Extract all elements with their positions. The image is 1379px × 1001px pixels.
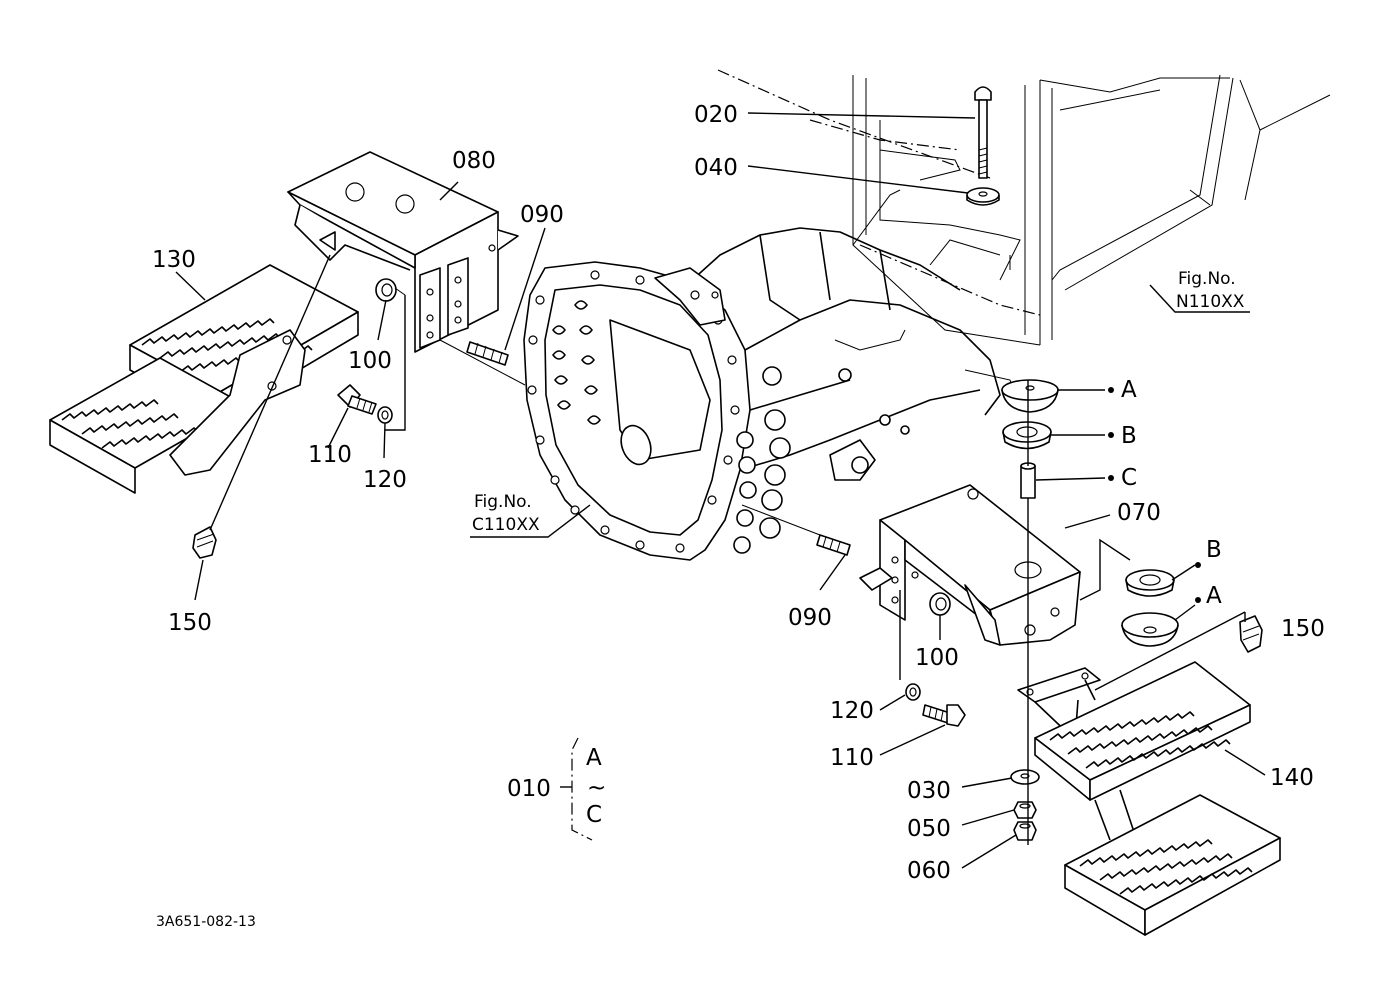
kit-range-tilde: ~ xyxy=(587,775,606,801)
callout-sub-b-low: B xyxy=(1206,537,1222,563)
callout-110-left: 110 xyxy=(308,442,352,468)
drawing-code: 3A651-082-13 xyxy=(156,914,256,930)
kit-range-from: A xyxy=(586,745,602,771)
left-hardware xyxy=(192,278,509,559)
callout-100-left: 100 xyxy=(348,348,392,374)
callout-sub-c: C xyxy=(1121,465,1137,491)
callout-030: 030 xyxy=(907,778,951,804)
left-step xyxy=(49,264,359,494)
kit-range-to: C xyxy=(586,802,602,828)
cab-frame xyxy=(717,69,1331,346)
callout-120-right: 120 xyxy=(830,698,874,724)
callout-120-left: 120 xyxy=(363,467,407,493)
right-hardware xyxy=(816,86,1263,841)
callout-080: 080 xyxy=(452,148,496,174)
callout-sub-a-top: A xyxy=(1121,377,1137,403)
callout-040: 040 xyxy=(694,155,738,181)
callout-sub-a-low: A xyxy=(1206,583,1222,609)
callout-130: 130 xyxy=(152,247,196,273)
callout-090-left: 090 xyxy=(520,202,564,228)
callout-sub-b-top: B xyxy=(1121,423,1137,449)
callout-070: 070 xyxy=(1117,500,1161,526)
fig-ref-transmission-prefix: Fig.No. xyxy=(474,492,532,512)
callout-110-right: 110 xyxy=(830,745,874,771)
fig-ref-cab-prefix: Fig.No. xyxy=(1178,269,1236,289)
callout-100-right: 100 xyxy=(915,645,959,671)
callout-010: 010 xyxy=(507,776,551,802)
fig-ref-cab-number: N110XX xyxy=(1176,292,1245,312)
callout-090-right: 090 xyxy=(788,605,832,631)
callout-150-left: 150 xyxy=(168,610,212,636)
callout-140: 140 xyxy=(1270,765,1314,791)
transmission-housing xyxy=(523,227,1016,561)
leader-lines xyxy=(175,112,1266,869)
callout-050: 050 xyxy=(907,816,951,842)
fig-ref-transmission-number: C110XX xyxy=(472,515,540,535)
right-step-bracket xyxy=(859,484,1081,646)
callout-020: 020 xyxy=(694,102,738,128)
callout-150-right: 150 xyxy=(1281,616,1325,642)
callout-dots xyxy=(1108,387,1201,603)
callout-060: 060 xyxy=(907,858,951,884)
left-step-bracket xyxy=(287,151,519,353)
callout-labels: 020 040 080 090 130 100 110 120 150 Fig.… xyxy=(152,102,1325,930)
right-step xyxy=(1017,661,1281,936)
